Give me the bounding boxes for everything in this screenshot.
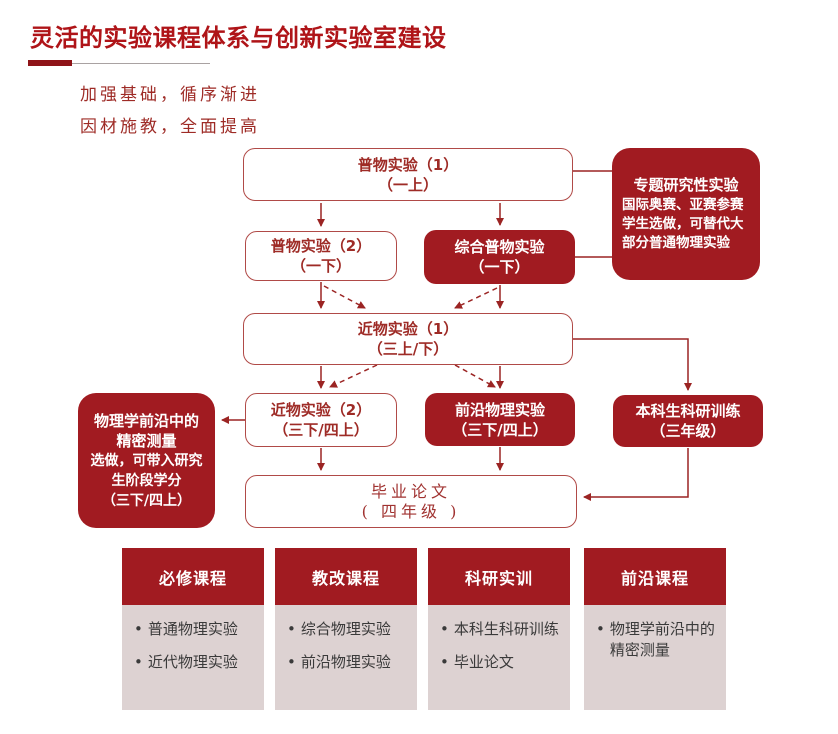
box-modern-physics-lab-2: 近物实验（2） （三下/四上） xyxy=(245,393,397,447)
list-item: •前沿物理实验 xyxy=(287,652,407,673)
title-underline-thin xyxy=(28,63,210,64)
box-note-line: 生阶段学分 xyxy=(111,472,182,489)
box-frontier-physics-lab: 前沿物理实验 （三下/四上） xyxy=(425,393,575,446)
box-label: 专题研究性实验 xyxy=(633,175,739,194)
box-precision-measurement-frontier: 物理学前沿中的 精密测量 选做，可带入研究 生阶段学分 （三下/四上） xyxy=(78,393,215,528)
box-sublabel: （三下/四上） xyxy=(273,421,369,439)
box-sublabel: （三上/下） xyxy=(367,340,449,358)
box-note-line: 部分普通物理实验 xyxy=(622,234,730,251)
box-comprehensive-general-physics-lab: 综合普物实验 （一下） xyxy=(424,230,575,284)
box-note-line: 选做，可带入研究 xyxy=(90,452,203,469)
box-undergrad-research-training: 本科生科研训练 （三年级） xyxy=(613,395,763,447)
box-note-line: （三下/四上） xyxy=(101,492,192,509)
column-body-research-practice: •本科生科研训练 •毕业论文 xyxy=(428,605,570,710)
list-item: •近代物理实验 xyxy=(134,652,254,673)
list-item-label: 普通物理实验 xyxy=(147,620,238,638)
list-item-label: 毕业论文 xyxy=(453,653,514,671)
bullet-icon: • xyxy=(440,653,449,671)
list-item: •综合物理实验 xyxy=(287,619,407,640)
box-sublabel: （一下） xyxy=(290,257,351,275)
list-item: •普通物理实验 xyxy=(134,619,254,640)
box-label: 普物实验（2） xyxy=(270,237,372,255)
column-header-reform-courses: 教改课程 xyxy=(275,548,417,605)
box-graduation-thesis: 毕业论文 ( 四年级 ) xyxy=(245,475,577,528)
box-note-line: 学生选做，可替代大 xyxy=(622,215,744,232)
subtitle-line-1: 加强基础，循序渐进 xyxy=(80,85,260,105)
box-modern-physics-lab-1: 近物实验（1） （三上/下） xyxy=(243,313,573,365)
list-item: •物理学前沿中的精密测量 xyxy=(596,619,716,661)
box-sublabel: ( 四年级 ) xyxy=(361,501,461,521)
bullet-icon: • xyxy=(596,620,605,638)
box-label: 近物实验（2） xyxy=(270,401,372,419)
box-label: 综合普物实验 xyxy=(454,238,545,256)
box-label: 普物实验（1） xyxy=(357,155,459,174)
title-underline-thick xyxy=(28,60,72,66)
column-header-research-practice: 科研实训 xyxy=(428,548,570,605)
box-label: 物理学前沿中的 xyxy=(93,411,199,430)
box-general-physics-lab-2: 普物实验（2） （一下） xyxy=(245,231,397,281)
bullet-icon: • xyxy=(440,620,449,638)
page-title: 灵活的实验课程体系与创新实验室建设 xyxy=(30,24,447,52)
column-header-required-courses: 必修课程 xyxy=(122,548,264,605)
box-label: 近物实验（1） xyxy=(357,320,459,338)
box-note-line: 国际奥赛、亚赛参赛 xyxy=(622,196,744,213)
list-item: •本科生科研训练 xyxy=(440,619,560,640)
box-sublabel: （一上） xyxy=(377,175,438,194)
box-label: 本科生科研训练 xyxy=(635,402,741,420)
list-item-label: 物理学前沿中的精密测量 xyxy=(609,620,715,659)
column-body-reform-courses: •综合物理实验 •前沿物理实验 xyxy=(275,605,417,710)
box-label-2: 精密测量 xyxy=(116,431,177,450)
box-sublabel: （三年级） xyxy=(650,422,726,440)
list-item: •毕业论文 xyxy=(440,652,560,673)
list-item-label: 前沿物理实验 xyxy=(300,653,391,671)
box-special-topic-research-lab: 专题研究性实验 国际奥赛、亚赛参赛 学生选做，可替代大 部分普通物理实验 xyxy=(612,148,760,280)
bullet-icon: • xyxy=(287,653,296,671)
column-body-required-courses: •普通物理实验 •近代物理实验 xyxy=(122,605,264,710)
list-item-label: 近代物理实验 xyxy=(147,653,238,671)
box-label: 前沿物理实验 xyxy=(454,400,545,419)
box-sublabel: （一下） xyxy=(469,258,530,276)
box-sublabel: （三下/四上） xyxy=(452,420,548,439)
bullet-icon: • xyxy=(134,653,143,671)
subtitle-line-2: 因材施教，全面提高 xyxy=(80,117,260,137)
column-body-frontier-courses: •物理学前沿中的精密测量 xyxy=(584,605,726,710)
bullet-icon: • xyxy=(134,620,143,638)
bullet-icon: • xyxy=(287,620,296,638)
list-item-label: 本科生科研训练 xyxy=(453,620,559,638)
box-label: 毕业论文 xyxy=(370,481,451,501)
column-header-frontier-courses: 前沿课程 xyxy=(584,548,726,605)
list-item-label: 综合物理实验 xyxy=(300,620,391,638)
box-general-physics-lab-1: 普物实验（1） （一上） xyxy=(243,148,573,201)
